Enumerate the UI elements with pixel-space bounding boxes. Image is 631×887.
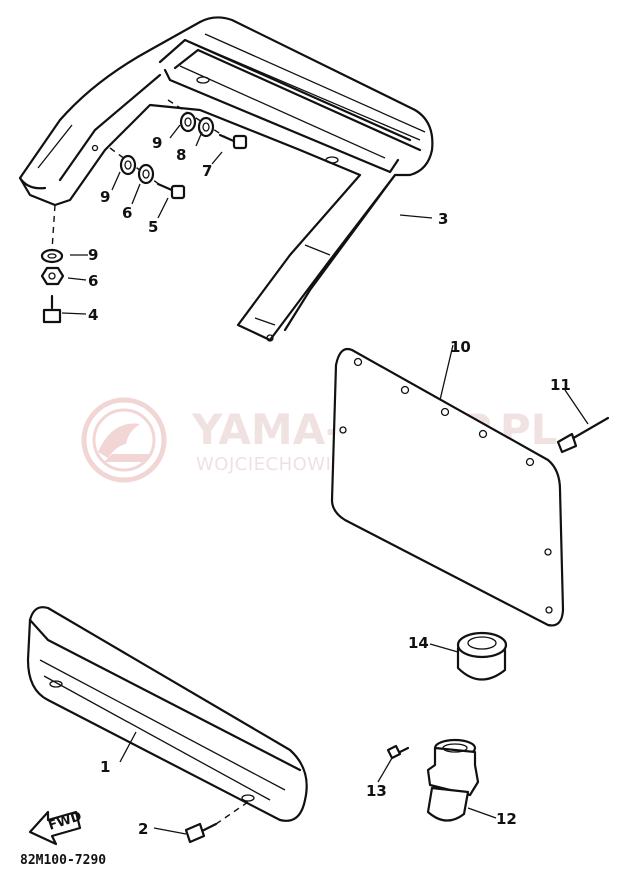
callout-11: 11 <box>550 376 571 394</box>
washer-icon <box>119 154 137 176</box>
bolt-icon <box>42 294 62 324</box>
callout-1: 1 <box>100 758 110 776</box>
grommet-icon <box>456 631 508 681</box>
watermark-logo-icon <box>81 397 167 483</box>
callout-14: 14 <box>408 634 429 652</box>
part-10-plate <box>330 347 565 627</box>
washer-icon <box>197 116 215 138</box>
callout-7: 7 <box>202 162 212 180</box>
screw-icon <box>386 744 410 760</box>
washer-icon <box>40 248 64 264</box>
diagram-code: 82M100-7290 <box>20 853 106 868</box>
part-3-carrier <box>18 16 434 342</box>
callout-10: 10 <box>450 338 471 356</box>
callout-3: 3 <box>438 210 448 228</box>
callout-6a: 6 <box>122 204 132 222</box>
callout-4: 4 <box>88 306 98 324</box>
washer-icon <box>137 163 155 185</box>
callout-13: 13 <box>366 782 387 800</box>
callout-5: 5 <box>148 218 158 236</box>
fwd-arrow-icon: FWD <box>28 809 84 846</box>
callout-9b: 9 <box>100 188 110 206</box>
callout-2: 2 <box>138 820 148 838</box>
socket-icon <box>426 738 480 822</box>
callout-6b: 6 <box>88 272 98 290</box>
bolt-icon <box>184 822 218 844</box>
bolt-icon <box>218 133 248 150</box>
callout-9a: 9 <box>152 134 162 152</box>
bolt-icon <box>156 182 186 200</box>
callout-9c: 9 <box>88 246 98 264</box>
rivet-icon <box>556 416 610 454</box>
part-1-bar <box>26 606 308 822</box>
callout-12: 12 <box>496 810 517 828</box>
washer-icon <box>179 111 197 133</box>
callout-8: 8 <box>176 146 186 164</box>
nut-icon <box>40 266 65 286</box>
